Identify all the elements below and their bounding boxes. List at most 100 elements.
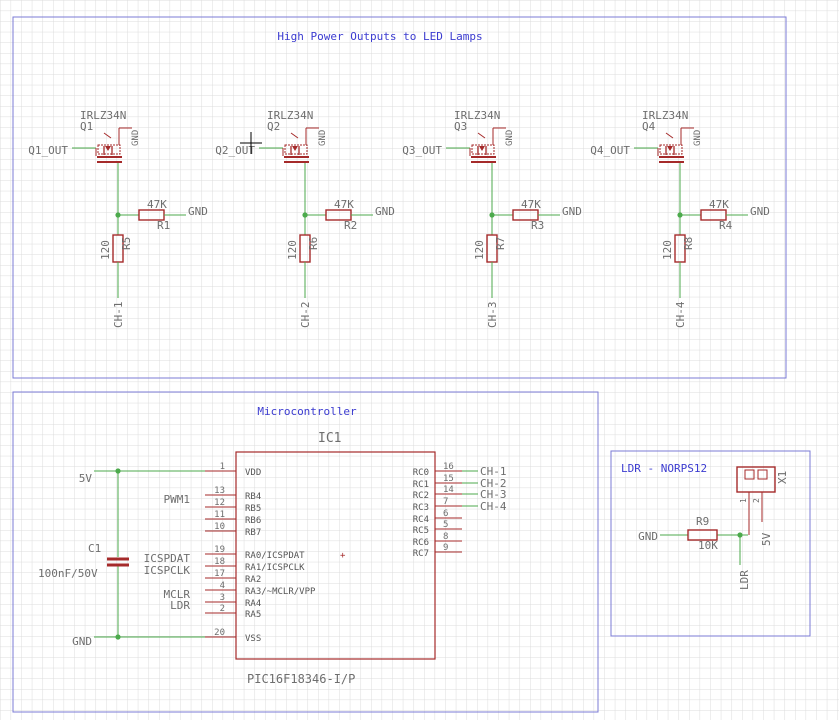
net-label: CH-3 [480,488,507,501]
ldr-gnd-label: GND [638,530,658,543]
pullup-gnd-3: GND [562,205,582,218]
series-value-1: 120 [99,240,112,260]
ldr-net-label: LDR [738,570,751,590]
pin-number: 6 [443,509,448,519]
pin-number: 16 [443,462,454,472]
diode-mark [290,132,299,139]
pin-number: 7 [443,497,448,507]
body-outline [97,144,121,155]
pin-number: 1 [220,462,225,472]
net-icspclk-label: ICSPCLK [144,564,191,577]
input-label-1: Q1_OUT [28,144,68,157]
mosfet-value-1: IRLZ34N [80,109,126,122]
capacitor-c1[interactable]: C1 100nF/50V [38,542,129,580]
diode-mark [665,132,674,139]
net-label: CH-2 [480,477,507,490]
input-label-2: Q2_OUT [215,144,255,157]
pin-name: RC6 [413,538,429,548]
pullup-name-2: R2 [344,219,357,232]
x1-pin1-pad [744,469,755,480]
pullup-gnd-4: GND [750,205,770,218]
pin-name: RC5 [413,526,429,536]
ldr-circuit: GND LDR [638,530,751,590]
mosfet-name-2: Q2 [267,120,280,133]
pin-number: 19 [214,545,225,555]
pin-number: 4 [220,581,225,591]
ic1-origin-mark: + [340,551,346,561]
mosfet-name-4: Q4 [642,120,656,133]
drain-gnd-2: GND [318,130,328,146]
input-label-4: Q4_OUT [590,144,630,157]
cap-value: 100nF/50V [38,567,98,580]
resistor-r9[interactable]: R9 10K [687,515,718,552]
pin-name: RC2 [413,491,429,501]
ic1-name: IC1 [318,431,341,446]
pin-number: 5 [443,520,448,530]
pin-number: 8 [443,532,448,542]
pin-number: 20 [214,628,225,638]
pin-name: RC1 [413,480,429,490]
body-diode [292,146,298,151]
pin-name: VDD [245,468,261,478]
pin-name: RA5 [245,610,261,620]
body-diode [479,146,485,151]
mosfet-value-2: IRLZ34N [267,109,313,122]
pin-name: RB5 [245,504,261,514]
junction-vdd [115,468,121,474]
net-icspdat-label: ICSPDAT [144,552,191,565]
crosshair-cursor-icon [240,132,262,154]
pin-number: 9 [443,543,448,553]
r9-name: R9 [696,515,709,528]
series-name-2: R6 [307,237,320,250]
pin-number: 10 [214,522,225,532]
pin-name: RB4 [245,492,261,502]
x1-supply-label: 5V [760,532,773,546]
microcontroller-title: Microcontroller [257,405,357,418]
output-label-3: CH-3 [486,302,499,329]
ic1[interactable]: IC1 PIC16F18346-I/P + 1VDD13RB412RB511RB… [205,431,507,686]
x1-body [736,466,776,493]
pin-name: RB6 [245,516,261,526]
pullup-value-3: 47K [521,198,541,211]
body-diode [667,146,673,151]
drain-gnd-4: GND [693,130,703,146]
body-outline [471,144,495,155]
micro-net-labels: PWM1 ICSPDAT ICSPCLK MCLR LDR [144,493,191,612]
mosfet-value-4: IRLZ34N [642,109,688,122]
drain-gnd-1: GND [131,130,141,146]
output-label-1: CH-1 [112,302,125,329]
connector-x1[interactable]: 1 2 X1 5V [736,466,789,546]
pin-name: RC7 [413,549,429,559]
x1-pin1-num: 1 [739,498,748,503]
cap-name: C1 [88,542,101,555]
pullup-value-1: 47K [147,198,167,211]
pullup-gnd-2: GND [375,205,395,218]
ic1-part: PIC16F18346-I/P [247,672,355,686]
